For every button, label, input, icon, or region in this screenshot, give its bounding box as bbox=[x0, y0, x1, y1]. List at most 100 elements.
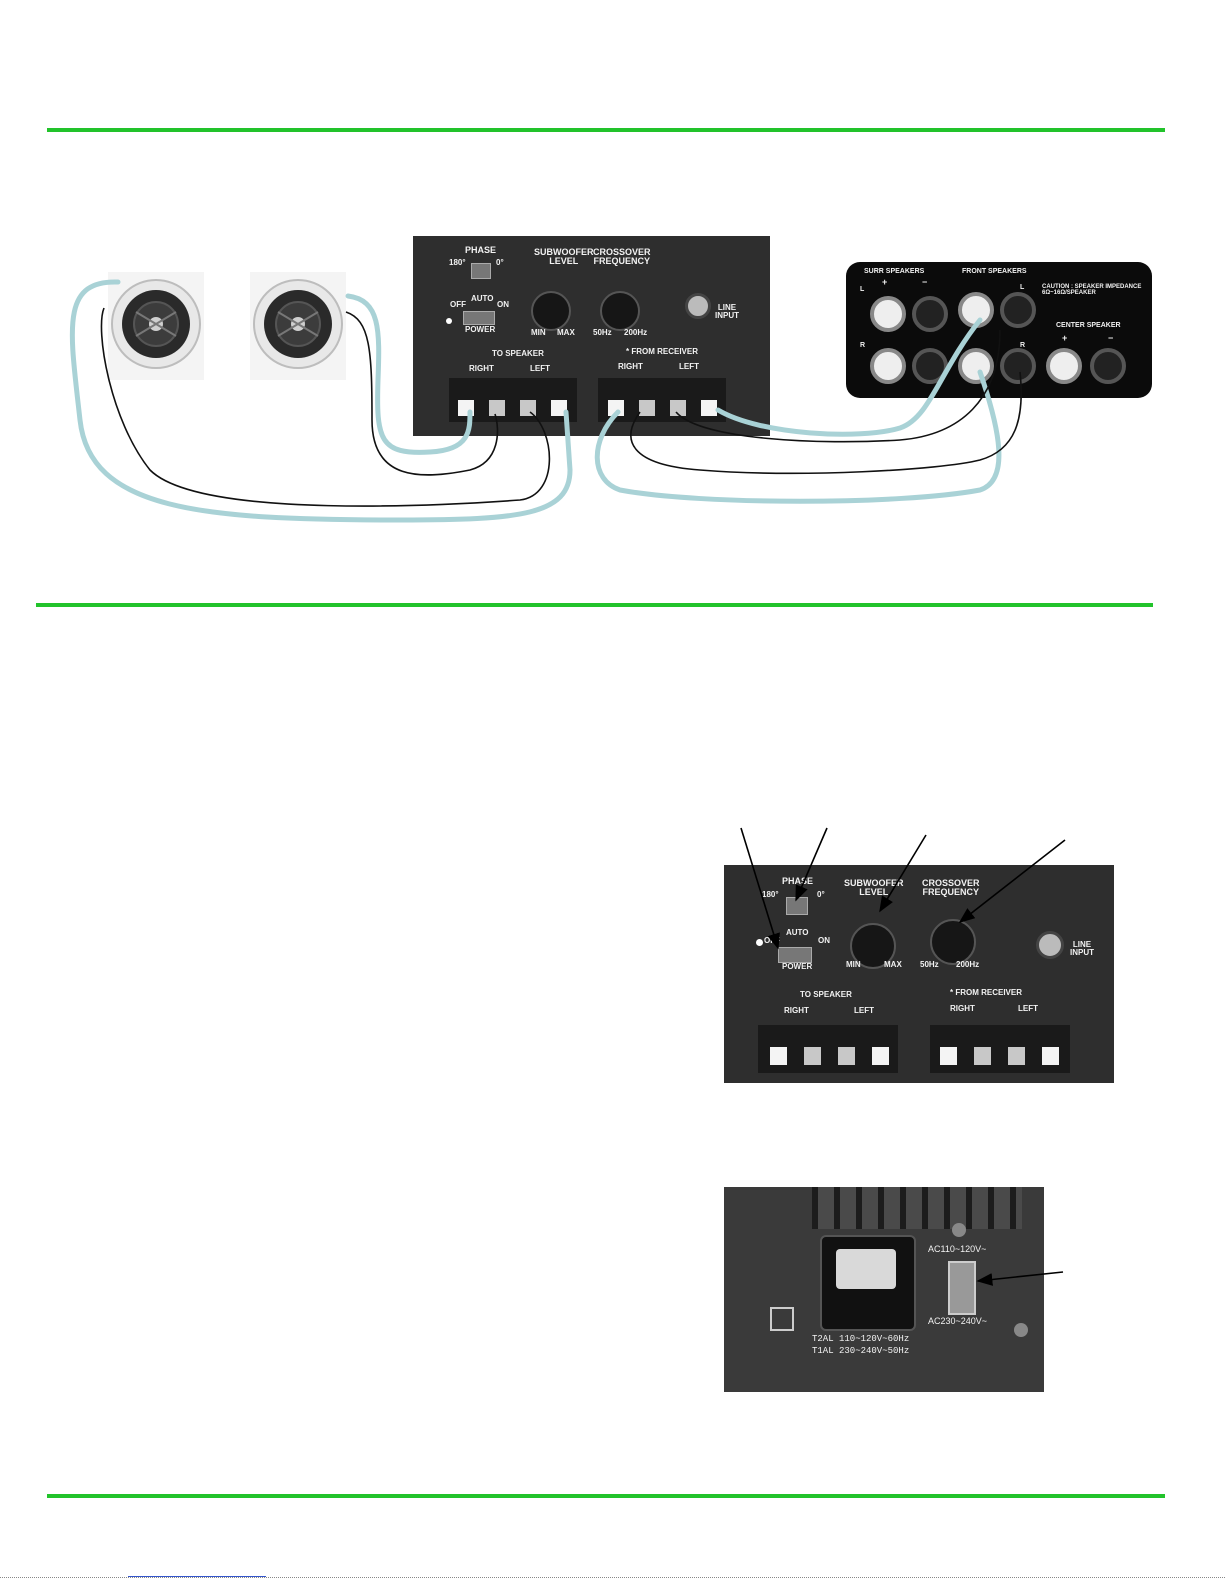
front-speakers-label: FRONT SPEAKERS bbox=[962, 268, 1027, 275]
freq-high-label: 200Hz bbox=[624, 328, 648, 337]
line-input-label: LINE INPUT bbox=[1070, 940, 1094, 958]
line-input-label: LINE INPUT bbox=[715, 303, 739, 321]
binding-post[interactable] bbox=[1000, 348, 1036, 384]
power-led bbox=[756, 939, 763, 946]
power-switch[interactable] bbox=[778, 947, 812, 963]
freq-low-label: 50Hz bbox=[920, 960, 939, 969]
line-input-jack[interactable] bbox=[685, 293, 711, 319]
freq-high-label: 200Hz bbox=[956, 960, 980, 969]
to-speaker-left-label: LEFT bbox=[854, 1006, 874, 1015]
to-speaker-right-label: RIGHT bbox=[469, 364, 494, 373]
footer-dotted-line bbox=[0, 1577, 1225, 1578]
speaker-icon bbox=[111, 279, 201, 369]
binding-post[interactable] bbox=[958, 348, 994, 384]
binding-post[interactable] bbox=[958, 292, 994, 328]
voltage-selector-panel: T2AL 110~120V~60Hz T1AL 230~240V~50Hz AC… bbox=[724, 1187, 1044, 1392]
power-label: POWER bbox=[782, 962, 813, 971]
terminal-clip[interactable] bbox=[701, 400, 717, 416]
surr-plus-label: + bbox=[882, 277, 888, 287]
terminal-clip[interactable] bbox=[940, 1047, 957, 1065]
from-receiver-label: * FROM RECEIVER bbox=[950, 988, 1023, 997]
to-speaker-left-label: LEFT bbox=[530, 364, 550, 373]
phase-180-label: 180° bbox=[449, 258, 466, 267]
terminal-clip[interactable] bbox=[1008, 1047, 1025, 1065]
terminal-clip[interactable] bbox=[872, 1047, 889, 1065]
terminal-clip[interactable] bbox=[770, 1047, 787, 1065]
inlet-socket bbox=[836, 1249, 896, 1289]
power-label: POWER bbox=[465, 325, 496, 334]
surr-l-label: L bbox=[860, 286, 865, 293]
center-plus-label: + bbox=[1062, 333, 1068, 343]
subwoofer-level-knob[interactable] bbox=[850, 923, 896, 969]
front-r-label: R bbox=[1020, 342, 1026, 349]
terminal-clip[interactable] bbox=[804, 1047, 821, 1065]
terminal-clip[interactable] bbox=[639, 400, 655, 416]
power-led bbox=[446, 318, 452, 324]
auto-label: AUTO bbox=[471, 294, 494, 303]
crossover-frequency-label: CROSSOVER FREQUENCY bbox=[593, 247, 651, 267]
terminal-clip[interactable] bbox=[1042, 1047, 1059, 1065]
binding-post[interactable] bbox=[870, 348, 906, 384]
receiver-terminal-panel: SURR SPEAKERS FRONT SPEAKERS CAUTION : S… bbox=[846, 262, 1152, 398]
level-max-label: MAX bbox=[884, 960, 902, 969]
amplifier-panel-wiring: PHASE 180° 0° OFF AUTO ON POWER SUBWOOFE… bbox=[413, 236, 770, 436]
subwoofer-level-knob[interactable] bbox=[531, 291, 571, 331]
subwoofer-level-label: SUBWOOFER LEVEL bbox=[534, 247, 594, 267]
binding-post[interactable] bbox=[912, 348, 948, 384]
power-switch[interactable] bbox=[463, 311, 495, 325]
fuse-rating-line-2: T1AL 230~240V~50Hz bbox=[812, 1346, 910, 1356]
surr-r-label: R bbox=[860, 342, 866, 349]
terminal-clip[interactable] bbox=[551, 400, 567, 416]
terminal-clip[interactable] bbox=[458, 400, 474, 416]
terminal-clip[interactable] bbox=[670, 400, 686, 416]
voltage-selector-switch[interactable] bbox=[948, 1261, 976, 1315]
from-receiver-right-label: RIGHT bbox=[618, 362, 643, 371]
terminal-clip[interactable] bbox=[520, 400, 536, 416]
caution-label: CAUTION : SPEAKER IMPEDANCE 6Ω~16Ω/SPEAK… bbox=[1042, 284, 1142, 297]
phase-switch[interactable] bbox=[786, 897, 808, 915]
bottom-divider bbox=[47, 1494, 1165, 1498]
front-l-label: L bbox=[1020, 284, 1025, 291]
phase-label: PHASE bbox=[782, 876, 814, 886]
binding-post[interactable] bbox=[1046, 348, 1082, 384]
ceiling-speaker-right-image bbox=[250, 272, 346, 380]
phase-180-label: 180° bbox=[762, 890, 779, 899]
binding-post[interactable] bbox=[1090, 348, 1126, 384]
from-receiver-right-label: RIGHT bbox=[950, 1004, 975, 1013]
phase-0-label: 0° bbox=[496, 258, 504, 267]
subwoofer-level-label: SUBWOOFER LEVEL bbox=[844, 878, 904, 898]
terminal-clip[interactable] bbox=[489, 400, 505, 416]
level-max-label: MAX bbox=[557, 328, 575, 337]
binding-post[interactable] bbox=[912, 296, 948, 332]
from-receiver-label: * FROM RECEIVER bbox=[626, 347, 699, 356]
to-speaker-label: TO SPEAKER bbox=[800, 990, 852, 999]
screw-icon bbox=[952, 1223, 966, 1237]
to-speaker-label: TO SPEAKER bbox=[492, 349, 544, 358]
off-label: OFF bbox=[450, 300, 466, 309]
surr-speakers-label: SURR SPEAKERS bbox=[864, 268, 925, 275]
to-speaker-right-label: RIGHT bbox=[784, 1006, 809, 1015]
on-label: ON bbox=[818, 936, 830, 945]
terminal-clip[interactable] bbox=[838, 1047, 855, 1065]
voltage-label-high: AC110~120V~ bbox=[928, 1244, 987, 1254]
middle-divider bbox=[36, 603, 1153, 607]
auto-label: AUTO bbox=[786, 928, 809, 937]
fuse-rating-line-1: T2AL 110~120V~60Hz bbox=[812, 1334, 910, 1344]
binding-post[interactable] bbox=[1000, 292, 1036, 328]
top-divider bbox=[47, 128, 1165, 132]
terminal-clip[interactable] bbox=[974, 1047, 991, 1065]
level-min-label: MIN bbox=[846, 960, 861, 969]
phase-0-label: 0° bbox=[817, 890, 825, 899]
line-input-jack[interactable] bbox=[1036, 931, 1064, 959]
off-label: OFF bbox=[764, 936, 780, 945]
center-speaker-label: CENTER SPEAKER bbox=[1056, 322, 1121, 329]
footer-link-underline bbox=[128, 1576, 266, 1577]
phase-label: PHASE bbox=[465, 245, 497, 255]
phase-switch[interactable] bbox=[471, 263, 491, 279]
terminal-clip[interactable] bbox=[608, 400, 624, 416]
binding-post[interactable] bbox=[870, 296, 906, 332]
crossover-frequency-knob[interactable] bbox=[600, 291, 640, 331]
from-receiver-left-label: LEFT bbox=[1018, 1004, 1038, 1013]
crossover-frequency-knob[interactable] bbox=[930, 919, 976, 965]
ceiling-speaker-left-image bbox=[108, 272, 204, 380]
